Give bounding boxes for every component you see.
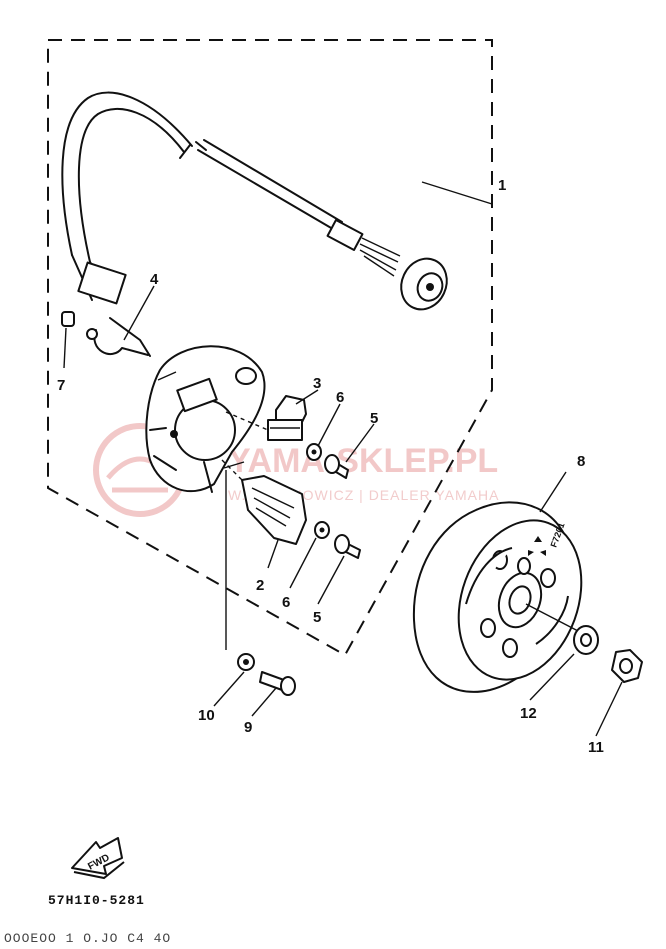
- callout-4: 4: [150, 271, 159, 288]
- callout-9: 9: [244, 719, 252, 736]
- wire-harness: [61, 91, 448, 311]
- screw-lower: [334, 534, 361, 559]
- flywheel-rotor: F7201: [412, 501, 583, 693]
- callout-5-upper: 5: [370, 410, 378, 427]
- charge-coil: [221, 459, 307, 545]
- spacer-washer: [573, 625, 599, 655]
- screw-small: [61, 311, 75, 327]
- callout-12: 12: [520, 705, 537, 722]
- washer-lower: [314, 521, 330, 539]
- screw-upper: [324, 454, 349, 479]
- callout-1: 1: [498, 177, 506, 194]
- bolt-bottom: [259, 671, 296, 696]
- pickup-coil: [225, 395, 307, 441]
- connector-plug: [400, 257, 448, 311]
- callout-6-upper: 6: [336, 389, 344, 406]
- washer-bottom: [237, 653, 255, 671]
- diagram-code: 57H1I0-5281: [48, 893, 145, 908]
- watermark-brand: YAMA-SKLEP.PL: [228, 442, 498, 480]
- callout-5-lower: 5: [313, 609, 321, 626]
- callout-3: 3: [313, 375, 321, 392]
- footer-code: OOOEOO 1 O.JO C4 4O: [4, 931, 171, 946]
- callout-11: 11: [588, 739, 604, 756]
- callout-6-lower: 6: [282, 594, 290, 611]
- clamp: [86, 317, 151, 357]
- callout-8: 8: [577, 453, 585, 470]
- stator-base-plate: [145, 345, 266, 493]
- washer-upper: [306, 443, 322, 461]
- callout-10: 10: [198, 707, 215, 724]
- callout-7: 7: [57, 377, 65, 394]
- nut: [611, 649, 643, 683]
- assembly-boundary: [47, 39, 493, 657]
- callout-leaders: [63, 181, 623, 737]
- forward-arrow-icon: FWD: [71, 837, 125, 880]
- callout-2: 2: [256, 577, 264, 594]
